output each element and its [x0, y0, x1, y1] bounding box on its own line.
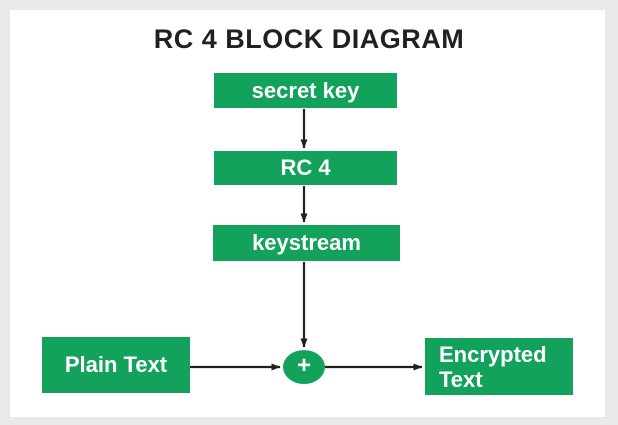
- node-encrypted-text: Encrypted Text: [425, 338, 573, 395]
- node-xor-plus: +: [283, 350, 325, 384]
- node-keystream: keystream: [213, 225, 400, 261]
- diagram-title: RC 4 BLOCK DIAGRAM: [153, 24, 465, 54]
- node-rc4: RC 4: [214, 151, 397, 185]
- node-plain-text: Plain Text: [42, 337, 190, 393]
- node-secret-key: secret key: [214, 73, 397, 108]
